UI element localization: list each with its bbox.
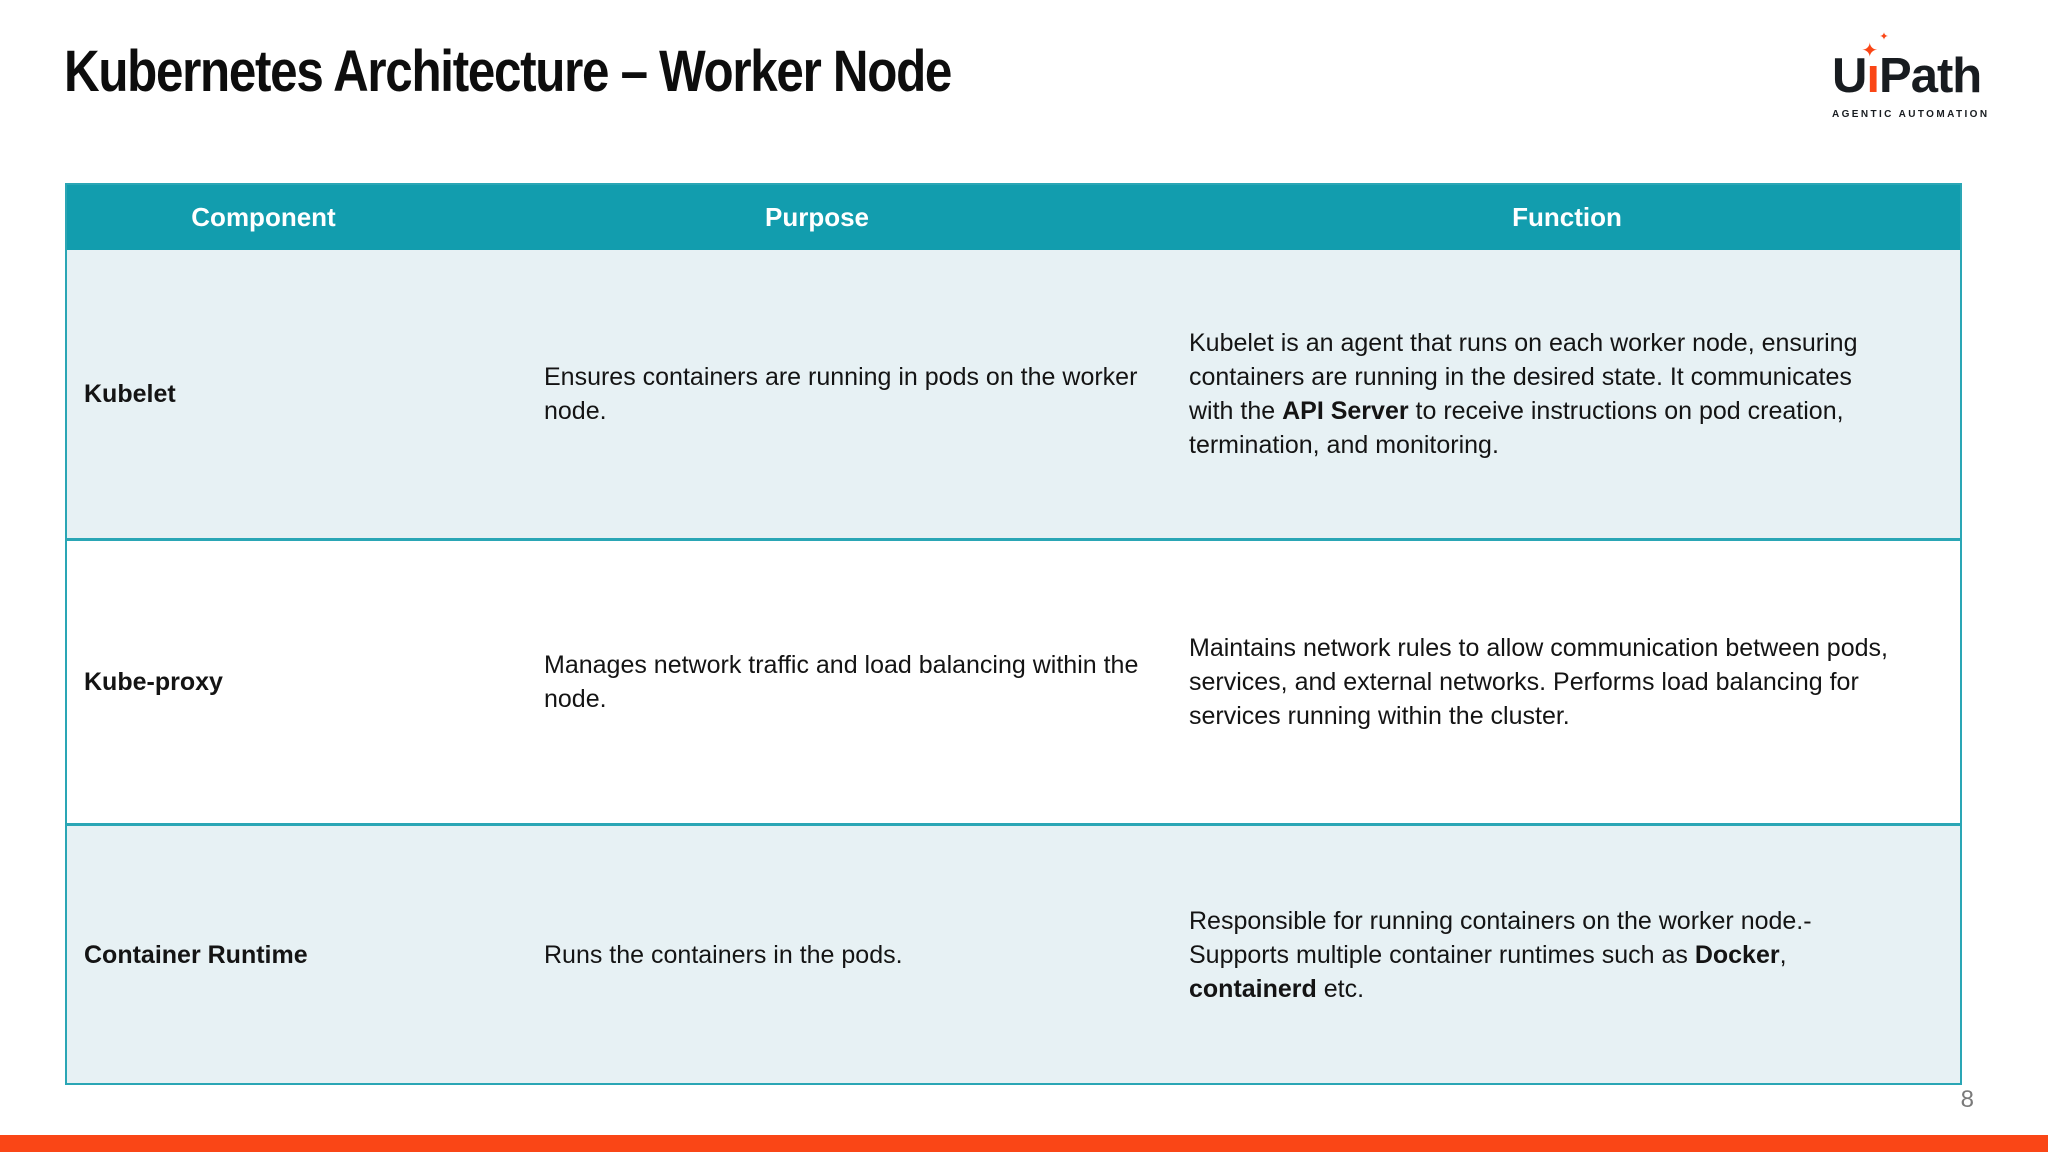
component-cell: Kubelet — [84, 380, 176, 408]
logo-i-stem: ı — [1866, 49, 1880, 103]
column-header-purpose: Purpose — [764, 202, 870, 232]
page-title: Kubernetes Architecture – Worker Node — [64, 39, 952, 104]
table-header-row: Component Purpose Function — [67, 185, 1960, 250]
logo-tagline: AGENTIC AUTOMATION — [1832, 109, 1990, 120]
uipath-logo: Uı✦✦Path AGENTIC AUTOMATION — [1832, 31, 1990, 120]
table-row-kubelet: Kubelet Ensures containers are running i… — [67, 250, 1960, 538]
column-header-function: Function — [1512, 202, 1622, 232]
table-row-kube-proxy: Kube-proxy Manages network traffic and l… — [67, 538, 1960, 823]
bottom-accent-bar — [0, 1135, 2048, 1152]
purpose-cell: Runs the containers in the pods. — [460, 826, 1174, 1083]
sparkle-icon: ✦ — [1861, 38, 1878, 62]
function-cell: Kubelet is an agent that runs on each wo… — [1174, 250, 1960, 538]
components-table: Component Purpose Function Kubelet Ensur… — [65, 183, 1962, 1085]
function-text: Responsible for running containers on th… — [1189, 906, 1812, 1003]
function-text: Kubelet is an agent that runs on each wo… — [1189, 329, 1858, 459]
logo-letter-i: ı✦✦ — [1861, 31, 1888, 103]
column-header-component: Component — [191, 202, 336, 232]
table-row-container-runtime: Container Runtime Runs the containers in… — [67, 823, 1960, 1083]
sparkle-small-icon: ✦ — [1879, 30, 1888, 43]
function-cell: Maintains network rules to allow communi… — [1174, 541, 1960, 823]
uipath-wordmark: Uı✦✦Path — [1832, 31, 1989, 103]
purpose-cell: Manages network traffic and load balanci… — [460, 541, 1174, 823]
page-number: 8 — [1960, 1086, 1974, 1113]
purpose-text: Ensures containers are running in pods o… — [544, 363, 1138, 425]
purpose-text: Runs the containers in the pods. — [544, 940, 903, 969]
component-cell: Container Runtime — [84, 940, 308, 969]
purpose-cell: Ensures containers are running in pods o… — [460, 250, 1174, 538]
logo-letter-u: U — [1832, 49, 1867, 103]
function-cell: Responsible for running containers on th… — [1174, 826, 1960, 1083]
function-text: Maintains network rules to allow communi… — [1189, 634, 1888, 730]
purpose-text: Manages network traffic and load balanci… — [544, 651, 1139, 713]
logo-word-path: Path — [1879, 49, 1982, 103]
component-cell: Kube-proxy — [84, 668, 223, 696]
